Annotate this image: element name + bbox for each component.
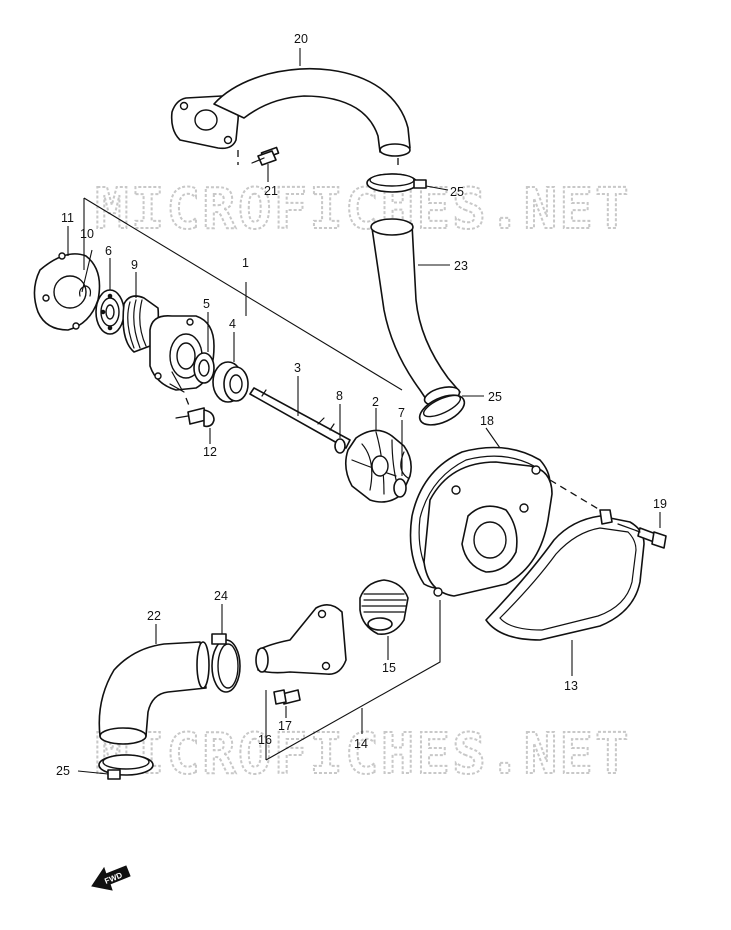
callout-6: 6: [105, 244, 112, 258]
callout-5: 5: [203, 297, 210, 311]
callout-8: 8: [336, 389, 343, 403]
guide-line: [549, 479, 601, 511]
callout-1: 1: [242, 256, 249, 270]
callout-7: 7: [398, 406, 405, 420]
part-3-shaft[interactable]: [249, 387, 351, 449]
part-5-seal[interactable]: [193, 352, 215, 384]
fwd-label: FWD: [103, 871, 123, 886]
callout-22: 22: [147, 609, 161, 623]
callout-15: 15: [382, 661, 396, 675]
part-22-lower-hose[interactable]: [98, 641, 210, 745]
part-25-clamp-lower[interactable]: [98, 754, 154, 780]
leader-10: [81, 249, 93, 293]
callout-9: 9: [131, 258, 138, 272]
callout-11: 11: [61, 211, 74, 225]
part-10-circlip[interactable]: [79, 285, 92, 297]
part-6-bearing[interactable]: [95, 289, 125, 335]
watermark-bottom: MICROFICHES.NET: [95, 722, 631, 787]
part-7-washer[interactable]: [393, 478, 407, 498]
leader-18: [485, 427, 501, 449]
assembly-1-leader: [83, 197, 403, 391]
callout-16: 16: [258, 733, 272, 747]
assembly-14-leader: [265, 600, 441, 761]
callout-19: 19: [653, 497, 667, 511]
callout-24: 24: [214, 589, 228, 603]
callout-17: 17: [278, 719, 292, 733]
part-8-o-ring[interactable]: [334, 438, 346, 454]
part-12-bolt[interactable]: [175, 407, 215, 428]
callout-21: 21: [264, 184, 278, 198]
part-4-mechanical-seal[interactable]: [212, 361, 249, 403]
callout-18: 18: [480, 414, 494, 428]
part-17-bolt[interactable]: [273, 689, 301, 705]
callout-3: 3: [294, 361, 301, 375]
part-24-clamp[interactable]: [211, 633, 241, 693]
part-21-bolt[interactable]: [251, 146, 280, 166]
part-25-clamp-upper[interactable]: [366, 173, 427, 193]
part-15-thermostat[interactable]: [359, 579, 409, 636]
guide-line: [185, 397, 191, 409]
part-25-clamp-middle[interactable]: [415, 389, 469, 431]
part-19-bolt[interactable]: [617, 523, 667, 549]
part-20-upper-pipe[interactable]: [170, 67, 411, 157]
part-11-gasket-plate[interactable]: [33, 252, 101, 331]
leader-25-lower: [77, 770, 109, 775]
callout-10: 10: [80, 227, 94, 241]
callout-25-lower: 25: [56, 764, 70, 778]
part-16-thermostat-housing[interactable]: [255, 604, 347, 676]
part-23-hose[interactable]: [370, 218, 461, 408]
leader-25-upper: [425, 185, 449, 191]
watermark-top: MICROFICHES.NET: [95, 177, 631, 242]
callout-4: 4: [229, 317, 236, 331]
callout-25-upper: 25: [450, 185, 464, 199]
callout-14: 14: [354, 737, 368, 751]
part-14-pump-cover[interactable]: [423, 461, 553, 597]
callout-23: 23: [454, 259, 468, 273]
callout-12: 12: [203, 445, 217, 459]
callout-13: 13: [564, 679, 578, 693]
callout-2: 2: [372, 395, 379, 409]
forward-direction-arrow: FWD: [91, 865, 131, 891]
callout-20: 20: [294, 32, 308, 46]
callout-25-middle: 25: [488, 390, 502, 404]
